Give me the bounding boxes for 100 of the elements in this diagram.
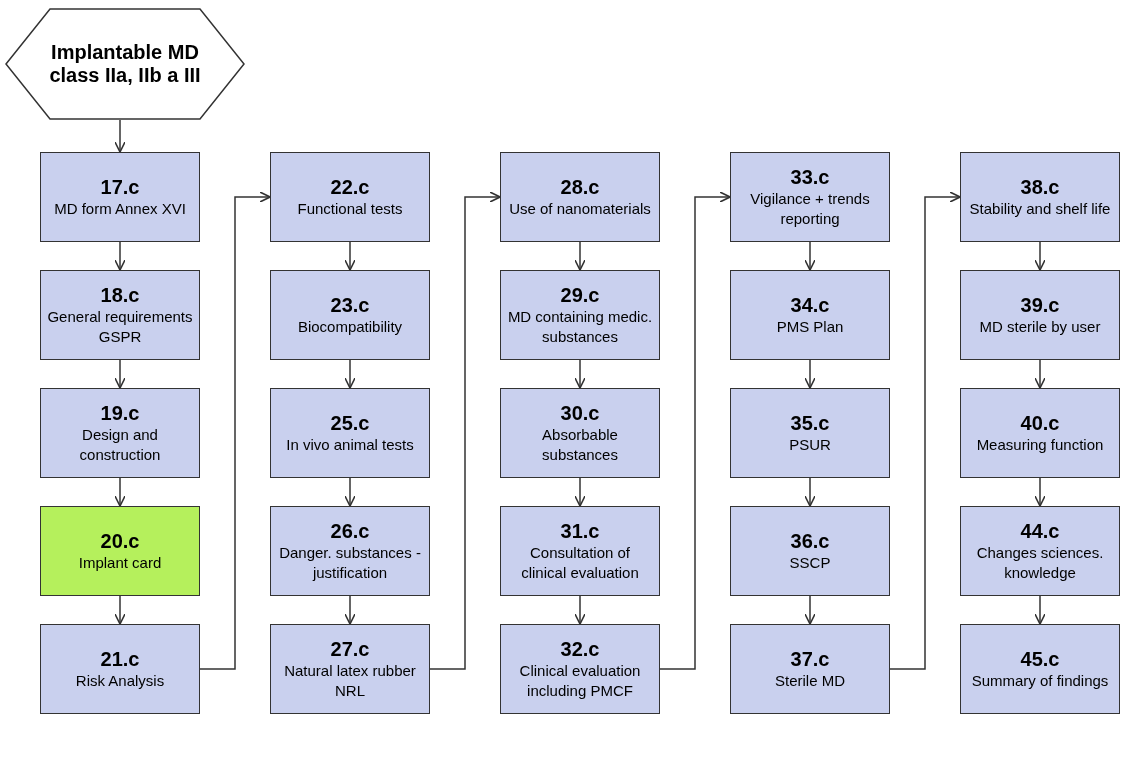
arrow xyxy=(113,595,127,625)
section-number: 37.c xyxy=(790,647,830,671)
node-label: Biocompatibility xyxy=(296,317,404,337)
section-number: 27.c xyxy=(330,637,370,661)
arrow xyxy=(343,477,357,507)
node-label: PSUR xyxy=(788,435,832,455)
node-title: Implantable MD class IIa, IIb a III xyxy=(48,41,202,87)
arrow xyxy=(429,190,501,670)
process-box xyxy=(730,270,890,360)
arrow xyxy=(113,241,127,271)
node-label: Clinical evaluation including PMCF xyxy=(518,661,642,701)
arrow xyxy=(1033,241,1047,271)
node-label: Functional tests xyxy=(296,199,404,219)
arrow xyxy=(113,359,127,389)
section-number: 38.c xyxy=(1020,175,1060,199)
process-box xyxy=(730,152,890,242)
arrow xyxy=(343,359,357,389)
process-box xyxy=(500,152,660,242)
node-label: Natural latex rubber NRL xyxy=(283,661,417,701)
node-label: Summary of findings xyxy=(970,671,1110,691)
section-number: 21.c xyxy=(100,647,140,671)
arrow xyxy=(803,595,817,625)
arrow xyxy=(1033,359,1047,389)
process-box xyxy=(270,152,430,242)
node-label: Measuring function xyxy=(975,435,1105,455)
node-label: In vivo animal tests xyxy=(285,435,415,455)
node-label: Risk Analysis xyxy=(74,671,166,691)
arrow xyxy=(1033,477,1047,507)
process-box xyxy=(40,152,200,242)
process-box xyxy=(270,506,430,596)
node-label: Vigilance + trends reporting xyxy=(749,189,871,229)
section-number: 36.c xyxy=(790,529,830,553)
arrow xyxy=(803,477,817,507)
arrow xyxy=(113,477,127,507)
section-number: 29.c xyxy=(560,283,600,307)
process-box xyxy=(500,270,660,360)
section-number: 22.c xyxy=(330,175,370,199)
arrow xyxy=(343,241,357,271)
arrow xyxy=(343,595,357,625)
process-box xyxy=(730,388,890,478)
node-label: SSCP xyxy=(788,553,832,573)
node-label: MD form Annex XVI xyxy=(53,199,187,219)
process-box xyxy=(500,506,660,596)
process-box xyxy=(270,270,430,360)
arrow xyxy=(573,359,587,389)
section-number: 19.c xyxy=(100,401,140,425)
arrow xyxy=(199,190,271,670)
process-box xyxy=(40,270,200,360)
section-number: 17.c xyxy=(100,175,140,199)
node-label: MD containing medic. substances xyxy=(506,307,654,347)
node-label: MD sterile by user xyxy=(978,317,1102,337)
process-box xyxy=(960,624,1120,714)
process-box xyxy=(960,388,1120,478)
node-label: Design and construction xyxy=(78,425,162,465)
section-number: 31.c xyxy=(560,519,600,543)
section-number: 25.c xyxy=(330,411,370,435)
arrow xyxy=(573,477,587,507)
node-label: Changes sciences. knowledge xyxy=(975,543,1105,583)
process-box xyxy=(270,388,430,478)
node-label: Implant card xyxy=(77,553,163,573)
section-number: 30.c xyxy=(560,401,600,425)
arrow xyxy=(113,119,127,153)
section-number: 28.c xyxy=(560,175,600,199)
node-label: PMS Plan xyxy=(775,317,845,337)
node-label: Absorbable substances xyxy=(541,425,619,465)
hexagon-node xyxy=(5,8,245,120)
node-label: Consultation of clinical evaluation xyxy=(520,543,640,583)
node-label: Sterile MD xyxy=(774,671,846,691)
arrow xyxy=(573,595,587,625)
process-box xyxy=(730,624,890,714)
node-label: Use of nanomaterials xyxy=(508,199,652,219)
process-box xyxy=(40,388,200,478)
section-number: 33.c xyxy=(790,165,830,189)
arrow xyxy=(1033,595,1047,625)
section-number: 39.c xyxy=(1020,293,1060,317)
process-box xyxy=(960,506,1120,596)
section-number: 20.c xyxy=(100,529,140,553)
section-number: 34.c xyxy=(790,293,830,317)
section-number: 44.c xyxy=(1020,519,1060,543)
process-box xyxy=(40,506,200,596)
section-number: 32.c xyxy=(560,637,600,661)
arrow xyxy=(573,241,587,271)
process-box xyxy=(270,624,430,714)
arrow xyxy=(803,241,817,271)
arrow xyxy=(659,190,731,670)
section-number: 18.c xyxy=(100,283,140,307)
section-number: 35.c xyxy=(790,411,830,435)
section-number: 26.c xyxy=(330,519,370,543)
process-box xyxy=(960,270,1120,360)
node-label: Stability and shelf life xyxy=(968,199,1112,219)
process-box xyxy=(40,624,200,714)
node-label: General requirements GSPR xyxy=(46,307,194,347)
process-box xyxy=(960,152,1120,242)
process-box xyxy=(500,624,660,714)
section-number: 45.c xyxy=(1020,647,1060,671)
arrow xyxy=(889,190,961,670)
process-box xyxy=(500,388,660,478)
node-label: Danger. substances - justification xyxy=(278,543,422,583)
arrow xyxy=(803,359,817,389)
process-box xyxy=(730,506,890,596)
